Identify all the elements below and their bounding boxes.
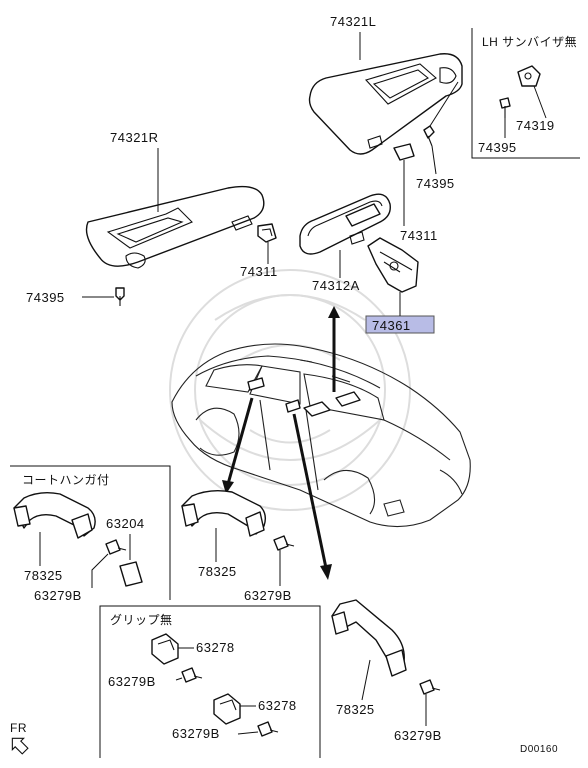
bolt-cap-1 (181, 667, 203, 683)
arrow-to-mirror (328, 306, 340, 392)
grip-rear (331, 599, 407, 677)
screw-right (115, 287, 125, 306)
sun-visor-right (85, 185, 265, 269)
watermark-emblem (169, 269, 411, 511)
label-screw-box: 74395 (478, 140, 517, 155)
label-bolt-cap-1: 63279B (108, 674, 156, 689)
box-coat-hanger (10, 465, 171, 600)
label-visor-left: 74321L (330, 14, 376, 29)
label-visor-right: 74321R (110, 130, 159, 145)
label-screw-left: 74395 (416, 176, 455, 191)
box-no-sunvisor-lh (471, 28, 580, 159)
label-bolt-cap-2: 63279B (172, 726, 220, 741)
label-no-grip: グリップ無 (110, 612, 173, 627)
arrow-to-rear-grip (292, 413, 332, 580)
screw-left (423, 125, 435, 147)
label-mirror-cover: 74361 (372, 318, 411, 333)
label-coat-hanger: コートハンガ付 (22, 473, 110, 487)
holder-left (393, 143, 415, 161)
grip-front (181, 489, 267, 537)
bolt-rear (419, 679, 441, 695)
rearview-mirror (299, 193, 391, 255)
label-mirror: 74312A (312, 278, 360, 293)
label-cap-1: 63278 (196, 640, 235, 655)
label-hanger: 63204 (106, 516, 145, 531)
sun-visor-left (308, 53, 463, 155)
label-holder-right: 74311 (240, 264, 278, 279)
hook-part (517, 65, 541, 87)
box-no-grip (99, 605, 321, 758)
bolt-hanger (105, 539, 127, 555)
bolt-cap-2 (257, 721, 279, 737)
label-grip-hanger: 78325 (24, 568, 63, 583)
cap-1 (151, 633, 179, 665)
label-bolt-front: 63279B (244, 588, 292, 603)
mirror-cover (367, 237, 419, 293)
holder-right (257, 223, 277, 243)
label-hook: 74319 (516, 118, 555, 133)
grip-coat-hanger (13, 491, 96, 539)
label-bolt-hanger: 63279B (34, 588, 82, 603)
label-cap-2: 63278 (258, 698, 297, 713)
cap-2 (213, 693, 241, 725)
front-direction-arrow-icon (11, 737, 29, 755)
bolt-front (273, 535, 295, 551)
label-no-sunvisor-lh: LH サンバイザ無 (482, 34, 577, 49)
label-grip-rear: 78325 (336, 702, 375, 717)
label-screw-right: 74395 (26, 290, 65, 305)
label-grip-front: 78325 (198, 564, 237, 579)
hanger-hook (119, 561, 143, 587)
label-bolt-rear: 63279B (394, 728, 442, 743)
screw-box (499, 97, 511, 118)
label-holder-left: 74311 (400, 228, 438, 243)
label-fr: FR (10, 721, 27, 735)
diagram-code: D00160 (520, 744, 558, 755)
